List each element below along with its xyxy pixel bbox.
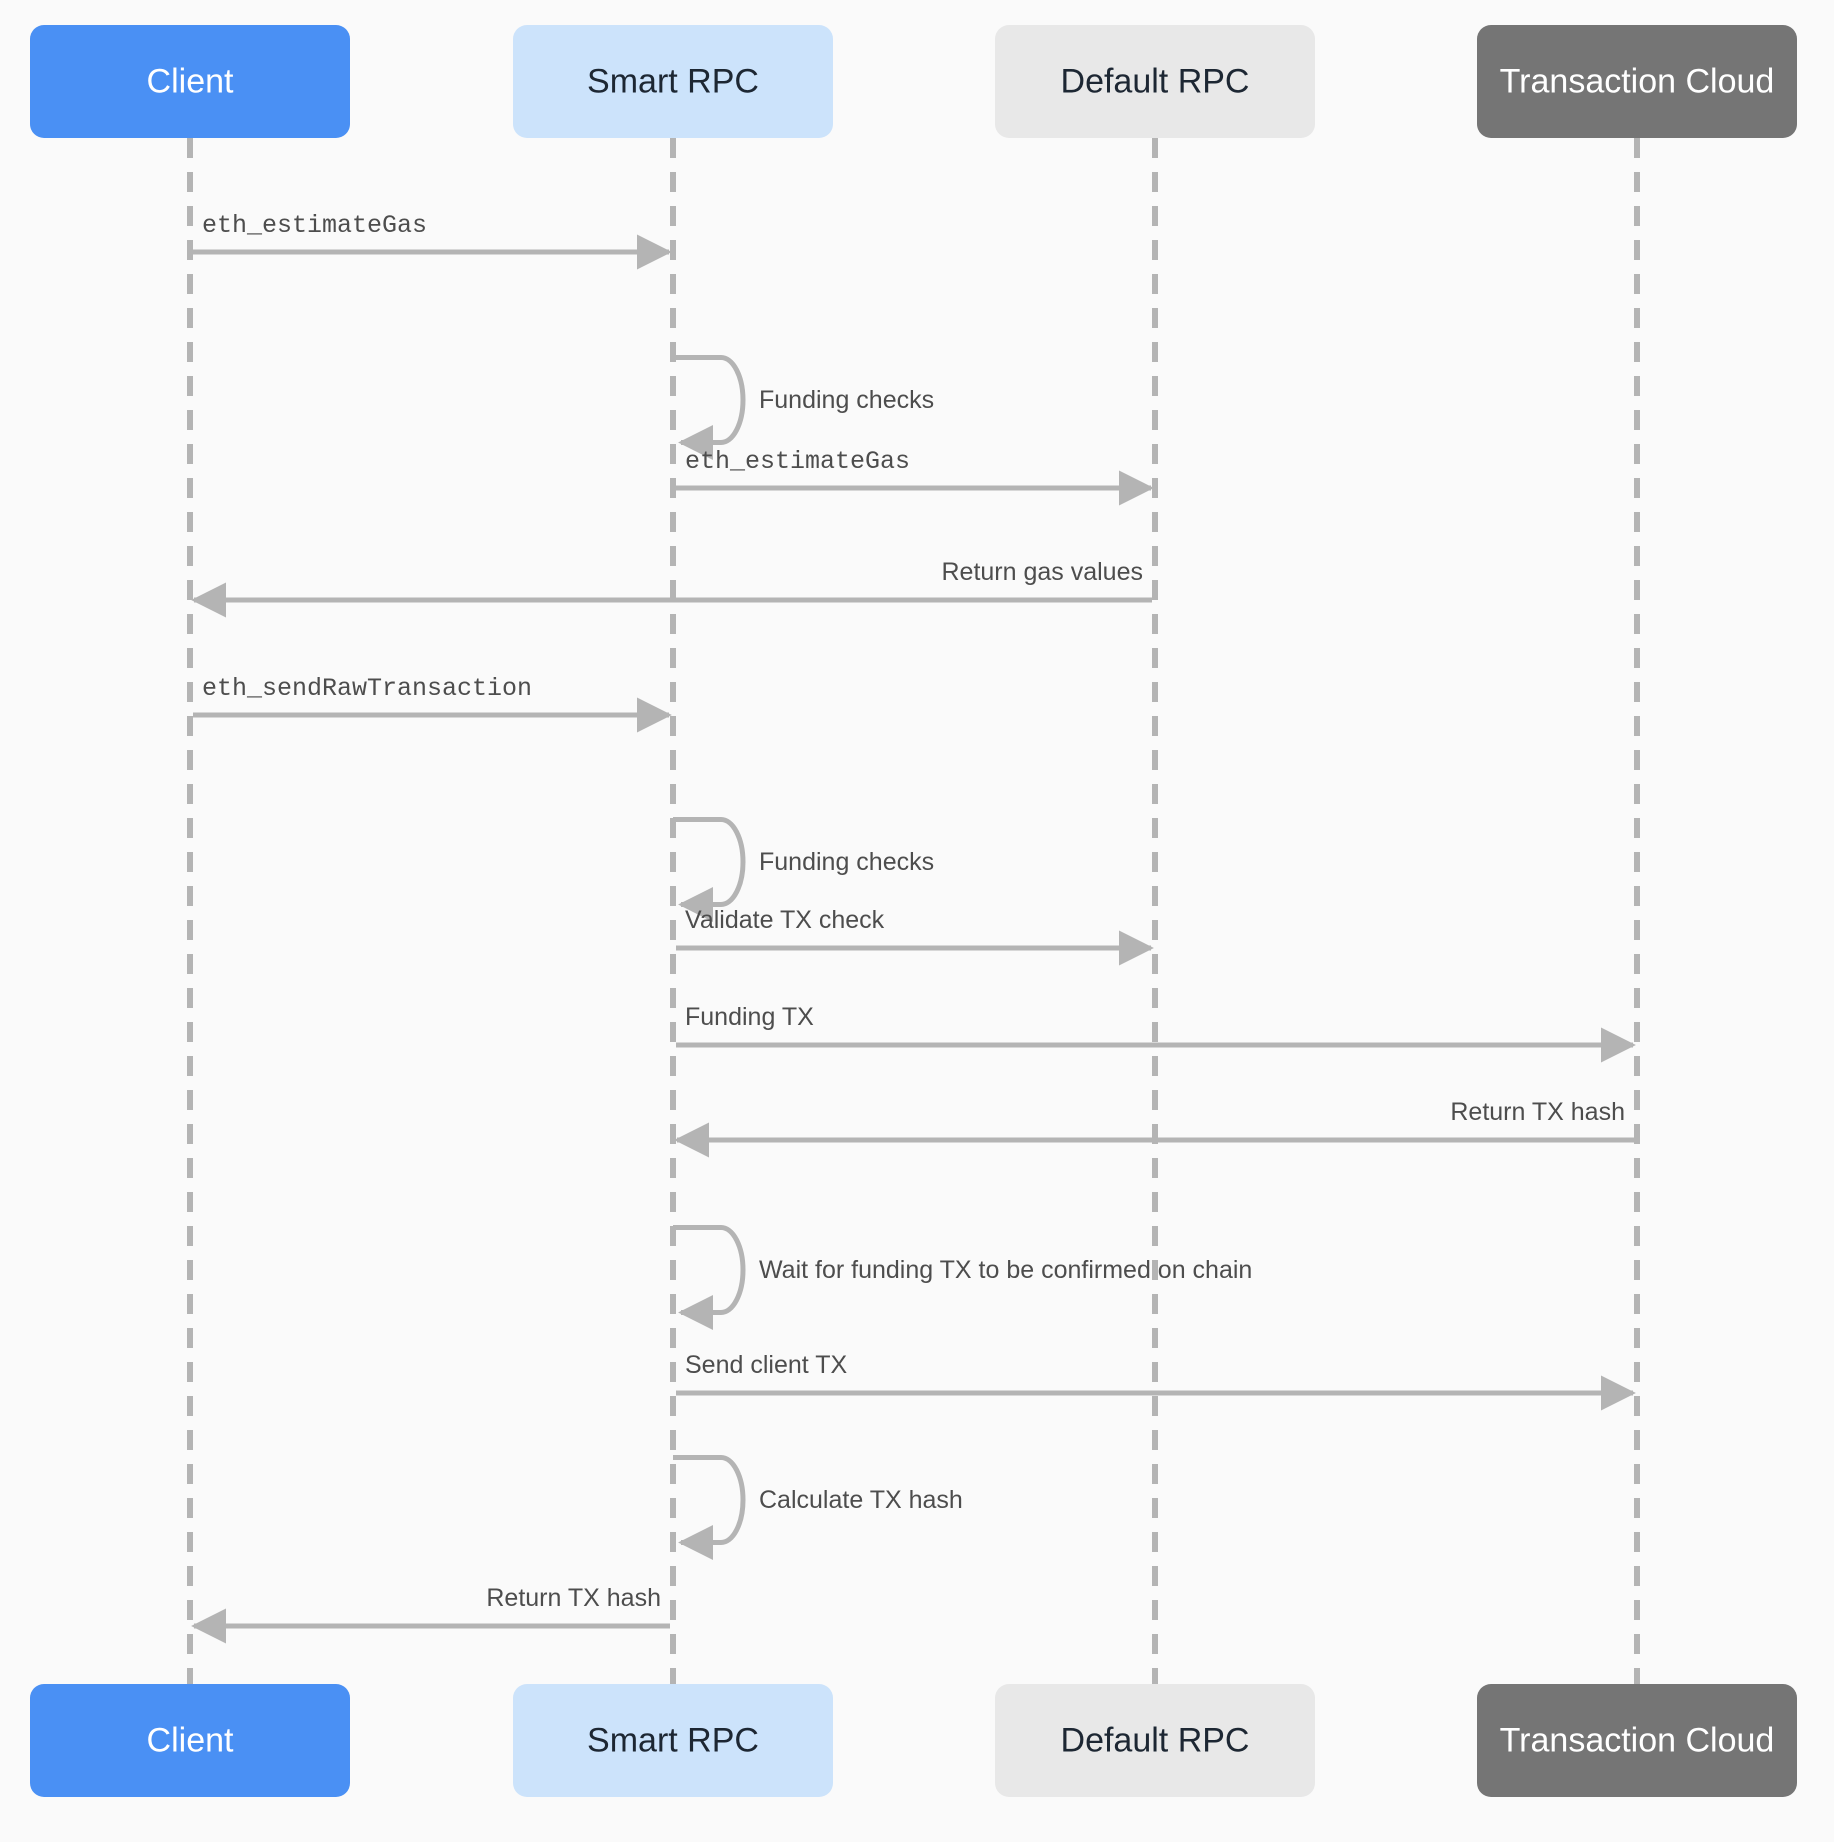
message-m8[interactable]: Funding TX [676, 1003, 1636, 1063]
actor-label: Transaction Cloud [1500, 62, 1775, 100]
actor-headers-bottom: Client Smart RPC Default RPC Transaction Cl… [30, 1684, 1797, 1797]
actor-box [1477, 1684, 1797, 1797]
message-label: Wait for funding TX to be confirmed on c… [759, 1256, 1252, 1284]
message-m5[interactable]: eth_sendRawTransaction [193, 674, 672, 733]
actor-smart-top[interactable]: Smart RPC [513, 25, 833, 138]
message-label: eth_sendRawTransaction [202, 674, 532, 703]
message-label: eth_estimateGas [202, 211, 427, 240]
self-message-arc [673, 355, 746, 460]
actor-box [513, 1684, 833, 1797]
message-m1[interactable]: eth_estimateGas [193, 211, 672, 270]
actor-label: Smart RPC [587, 1721, 759, 1759]
actor-box [995, 1684, 1315, 1797]
actor-label: Default RPC [1061, 62, 1250, 100]
message-m13[interactable]: Return TX hash [191, 1584, 670, 1644]
actor-box [30, 1684, 350, 1797]
actor-label: Client [147, 1721, 234, 1759]
actor-label: Default RPC [1061, 1721, 1250, 1759]
actor-label: Client [147, 62, 234, 100]
actor-box [513, 25, 833, 138]
actor-smart-bottom[interactable]: Smart RPC [513, 1684, 833, 1797]
message-m2[interactable]: Funding checks [673, 355, 934, 460]
message-label: Return gas values [941, 558, 1143, 586]
lifelines-layer [187, 138, 1640, 1684]
message-label: Funding checks [759, 386, 934, 414]
message-label: Funding checks [759, 848, 934, 876]
message-m9[interactable]: Return TX hash [674, 1098, 1634, 1158]
actor-cloud-bottom[interactable]: Transaction Cloud [1477, 1684, 1797, 1797]
message-m11[interactable]: Send client TX [676, 1351, 1636, 1411]
message-label: eth_estimateGas [685, 447, 910, 476]
message-label: Return TX hash [486, 1584, 661, 1612]
message-m10[interactable]: Wait for funding TX to be confirmed on c… [673, 1225, 1252, 1330]
self-message-arc [673, 1455, 746, 1560]
self-message-arc [673, 817, 746, 922]
message-m3[interactable]: eth_estimateGas [676, 447, 1154, 506]
message-m6[interactable]: Funding checks [673, 817, 934, 922]
actor-headers-top: Client Smart RPC Default RPC Transaction Cl… [30, 25, 1797, 138]
message-m4[interactable]: Return gas values [191, 558, 1152, 618]
actor-default-top[interactable]: Default RPC [995, 25, 1315, 138]
actor-client-bottom[interactable]: Client [30, 1684, 350, 1797]
actor-default-bottom[interactable]: Default RPC [995, 1684, 1315, 1797]
message-label: Calculate TX hash [759, 1486, 963, 1514]
self-message-arc [673, 1225, 746, 1330]
message-label: Return TX hash [1450, 1098, 1625, 1126]
actor-box [1477, 25, 1797, 138]
actor-box [30, 25, 350, 138]
message-label: Funding TX [685, 1003, 814, 1031]
message-m7[interactable]: Validate TX check [676, 906, 1154, 966]
actor-cloud-top[interactable]: Transaction Cloud [1477, 25, 1797, 138]
actor-client-top[interactable]: Client [30, 25, 350, 138]
message-label: Validate TX check [685, 906, 885, 934]
actor-label: Smart RPC [587, 62, 759, 100]
actor-label: Transaction Cloud [1500, 1721, 1775, 1759]
message-label: Send client TX [685, 1351, 847, 1379]
actor-box [995, 25, 1315, 138]
message-m12[interactable]: Calculate TX hash [673, 1455, 963, 1560]
